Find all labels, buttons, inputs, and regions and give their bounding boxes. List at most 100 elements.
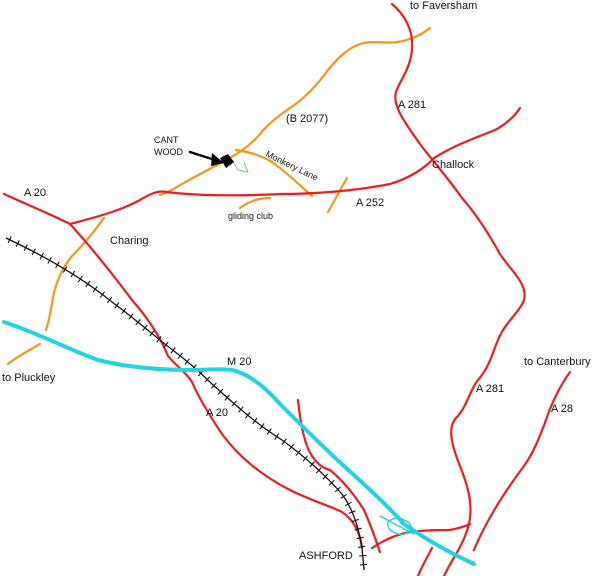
ashford-north-road <box>296 398 332 472</box>
cant-wood-marker <box>220 154 234 168</box>
pluckley-road <box>44 216 106 332</box>
railway-tie <box>358 545 366 548</box>
railway-tie <box>70 270 76 278</box>
railway-tie <box>106 296 113 304</box>
railway-tie <box>7 236 12 244</box>
railway-tie <box>224 394 231 401</box>
label-ashford: ASHFORD <box>299 550 353 562</box>
railway-tie <box>121 307 127 315</box>
railway-tie <box>281 438 287 445</box>
label-challock: Challock <box>432 159 475 171</box>
label-wood: WOOD <box>154 147 183 157</box>
railway-tie <box>85 280 91 288</box>
ashford-east-road <box>370 522 472 550</box>
railway-tie <box>177 352 183 360</box>
label-a20-west: A 20 <box>24 187 46 199</box>
label-a20-south: A 20 <box>206 407 228 419</box>
label-gliding-club: gliding club <box>228 211 273 221</box>
railway-tie <box>238 406 244 413</box>
railway-tie <box>302 455 309 462</box>
railway-tie <box>351 518 359 523</box>
railway-tie <box>274 433 280 441</box>
railway-tie <box>114 302 120 309</box>
railway-tie <box>99 291 106 298</box>
railway-tie <box>315 467 322 474</box>
railway-tie <box>77 275 83 283</box>
railway-tie <box>149 330 155 337</box>
m20-motorway <box>2 320 476 566</box>
filled-square-marker-icon <box>220 154 234 168</box>
cant-wood-track <box>231 159 249 173</box>
railway-tie <box>328 480 335 486</box>
b-road-layer <box>6 26 432 366</box>
ashford-link-road <box>328 468 382 554</box>
railway-tie <box>356 536 364 540</box>
arrow-icon <box>188 150 224 166</box>
railway-track <box>5 237 365 571</box>
label-a281-north: A 281 <box>398 99 426 111</box>
label-a252: A 252 <box>356 197 384 209</box>
railway-tie <box>184 358 190 365</box>
a252-cross-lane <box>326 176 349 214</box>
railway-tie <box>354 527 362 531</box>
label-a28: A 28 <box>551 403 573 415</box>
railway-tie <box>135 318 141 326</box>
a20-west-road <box>2 190 168 226</box>
railway-tie <box>55 261 60 269</box>
railway-tie <box>322 473 329 480</box>
label-to-canterbury: to Canterbury <box>524 356 591 368</box>
label-cant: CANT <box>154 135 179 145</box>
m20-road <box>2 320 476 566</box>
motorway-junction-loop <box>379 515 415 536</box>
a20-charing-ashford-road <box>68 222 364 550</box>
railway-tie <box>231 400 237 407</box>
railway-tie <box>252 417 258 425</box>
ashford-south-road <box>416 546 434 576</box>
railway-tie <box>295 449 302 456</box>
railway-tie <box>344 501 352 507</box>
railway-tie <box>47 257 52 264</box>
map-labels: to Faversham A 281 (B 2077) CANT WOOD Mo… <box>2 0 591 562</box>
railway-tie <box>31 248 36 256</box>
railway-tie <box>309 461 315 468</box>
railway-tie <box>245 412 251 419</box>
a281-road <box>390 2 526 576</box>
b2077-road <box>158 26 432 197</box>
a252-road <box>164 106 522 197</box>
railway-tie <box>259 423 265 430</box>
railway-tie <box>204 376 211 383</box>
pluckley-spur <box>6 342 42 366</box>
railway-tie <box>359 563 368 566</box>
railway-tie <box>210 382 217 389</box>
label-b2077: (B 2077) <box>286 113 328 125</box>
railway-tie <box>128 313 134 320</box>
railway-tie <box>340 493 347 499</box>
railway-tie <box>92 285 98 293</box>
railway-tie <box>334 486 341 493</box>
railway-tie <box>23 244 28 252</box>
railway-tie <box>156 336 162 343</box>
label-to-faversham: to Faversham <box>410 0 477 12</box>
railway-tie <box>266 428 272 435</box>
label-m20: M 20 <box>227 356 251 368</box>
railway-tie <box>359 554 367 557</box>
a-road-layer <box>2 2 572 576</box>
railway-ties <box>7 236 368 566</box>
railway-tie <box>62 266 68 273</box>
railway-line <box>5 236 368 571</box>
railway-tie <box>163 341 169 348</box>
railway-tie <box>15 240 20 248</box>
gliding-club-lane <box>238 196 272 210</box>
railway-tie <box>348 510 356 515</box>
railway-tie <box>170 347 176 354</box>
label-a281-south: A 281 <box>476 383 504 395</box>
label-charing: Charing <box>110 235 149 247</box>
railway-tie <box>288 443 295 451</box>
railway-tie <box>217 388 224 395</box>
railway-tie <box>142 324 148 331</box>
monkery-lane-road <box>234 148 314 198</box>
label-to-pluckley: to Pluckley <box>2 372 56 384</box>
railway-tie <box>39 252 44 260</box>
